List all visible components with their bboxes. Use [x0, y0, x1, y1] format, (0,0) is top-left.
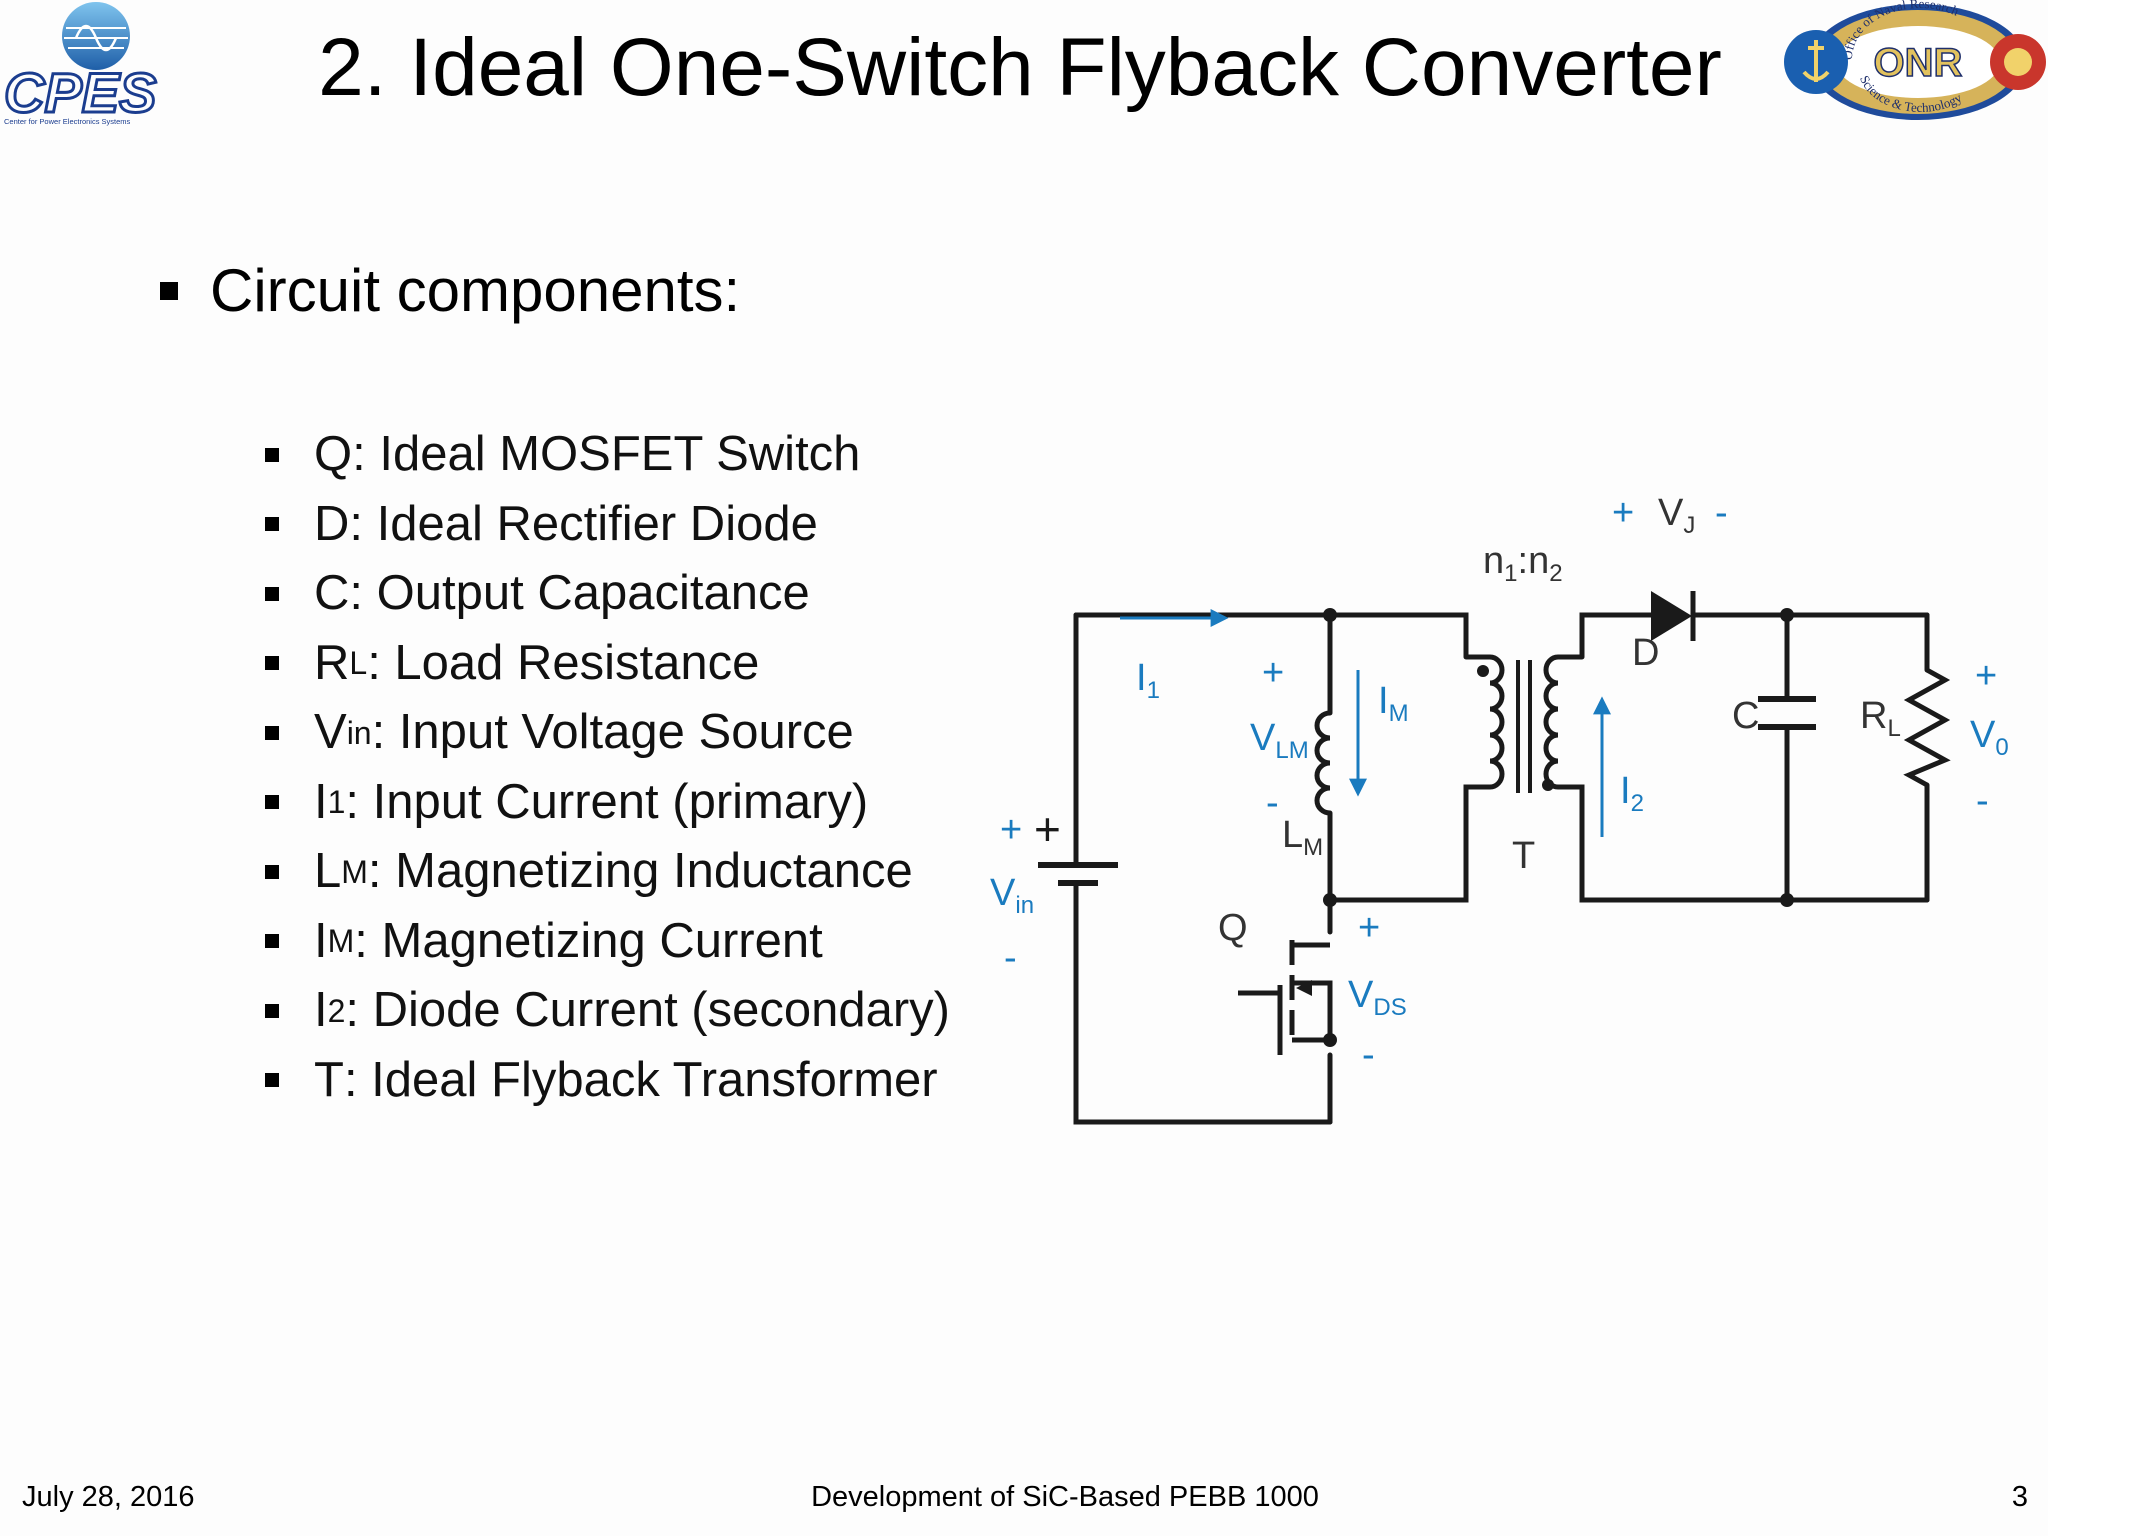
- vj-label: VJ: [1658, 492, 1695, 539]
- circuit-wires: [1073, 612, 1930, 1125]
- junction-dot: [1323, 608, 1337, 622]
- mosfet-symbol: [1238, 940, 1333, 1055]
- cpes-logo-tagline: Center for Power Electronics Systems: [4, 117, 131, 126]
- flyback-circuit-diagram: n1:n2 + VJ - D C RL + V0 - I1 + VLM - IM…: [990, 492, 2009, 1125]
- list-item: D: Ideal Rectifier Diode: [265, 490, 950, 560]
- vj-plus: +: [1612, 492, 1634, 534]
- section-heading: Circuit components:: [160, 255, 740, 327]
- footer-date: July 28, 2016: [22, 1481, 195, 1513]
- bullet-icon: [265, 934, 279, 949]
- transformer-label: T: [1512, 835, 1535, 877]
- battery-plus: +: [1034, 803, 1061, 855]
- bullet-icon: [265, 447, 279, 462]
- turns-ratio-label: n1:n2: [1483, 540, 1563, 587]
- mosfet-label: Q: [1218, 907, 1248, 949]
- bullet-icon: [265, 517, 279, 532]
- list-item: Q: Ideal MOSFET Switch: [265, 420, 950, 490]
- bullet-icon: [265, 864, 279, 879]
- secondary-winding: [1543, 654, 1585, 865]
- magnetizing-inductor: [1314, 710, 1331, 816]
- vo-plus: +: [1975, 655, 1997, 697]
- secondary-dot: [1542, 779, 1554, 791]
- page-number: 3: [2011, 1481, 2028, 1513]
- junction-dot: [1780, 608, 1794, 622]
- vo-minus: -: [1976, 780, 1989, 822]
- junction-dot: [1780, 893, 1794, 907]
- secondary-bottom: [1579, 862, 1930, 903]
- vj-minus: -: [1715, 492, 1728, 534]
- bullet-icon: [265, 725, 279, 740]
- vin-plus: +: [1000, 809, 1022, 851]
- vds-label: VDS: [1348, 974, 1407, 1021]
- i2-label: I2: [1620, 770, 1644, 817]
- left-bottom-wire: [1073, 897, 1333, 1125]
- cpes-logo-text: CPES: [4, 61, 157, 124]
- list-item: C: Output Capacitance: [265, 559, 950, 629]
- slide-background: [0, 0, 2048, 1536]
- section-heading-text: Circuit components:: [210, 257, 741, 324]
- mosfet-arrow: [1296, 980, 1312, 996]
- bullet-icon: [265, 656, 279, 671]
- onr-logo: Office of Naval Research Science & Techn…: [1782, 0, 2048, 125]
- battery-symbol: [1038, 862, 1118, 900]
- load-resistor: [1903, 667, 1951, 788]
- vin-label: Vin: [990, 872, 1034, 919]
- bullet-icon: [160, 282, 178, 300]
- junction-dot: [1323, 893, 1337, 907]
- bullet-icon: [265, 1073, 279, 1088]
- lm-label: LM: [1282, 814, 1323, 861]
- diode-symbol: [1651, 591, 1696, 641]
- onr-logo-text: ONR: [1874, 41, 1963, 85]
- capacitor-symbol: [1758, 696, 1816, 730]
- vlm-minus: -: [1266, 782, 1279, 824]
- page-title: 2. Ideal One-Switch Flyback Converter: [318, 22, 1722, 113]
- vlm-label: VLM: [1250, 717, 1309, 764]
- list-item: T: Ideal Flyback Transformer: [265, 1046, 950, 1116]
- capacitor-label: C: [1732, 695, 1759, 737]
- i1-label: I1: [1136, 657, 1160, 704]
- vo-label: V0: [1970, 714, 2009, 761]
- diode-label: D: [1632, 632, 1659, 674]
- secondary-top: [1579, 612, 1654, 660]
- primary-dot: [1477, 665, 1489, 677]
- drain-source-tabs: [1292, 942, 1330, 1043]
- vlm-plus: +: [1262, 652, 1284, 694]
- upper-to-primary: [1327, 612, 1469, 660]
- vin-minus: -: [1004, 937, 1017, 979]
- lower-to-primary: [1327, 862, 1469, 903]
- im-label: IM: [1378, 680, 1409, 727]
- load-resistor-label: RL: [1860, 695, 1901, 742]
- primary-winding: [1463, 654, 1505, 865]
- transformer-core: [1516, 660, 1532, 793]
- bullet-icon: [265, 1003, 279, 1018]
- vds-plus: +: [1358, 907, 1380, 949]
- bullet-icon: [265, 795, 279, 810]
- body-connection: [1292, 980, 1333, 1040]
- transformer-symbol: [1463, 654, 1585, 865]
- bullet-icon: [265, 586, 279, 601]
- vds-minus: -: [1362, 1034, 1375, 1076]
- component-list: Q: Ideal MOSFET Switch D: Ideal Rectifie…: [265, 420, 950, 1115]
- footer-title: Development of SiC-Based PEBB 1000: [811, 1481, 1319, 1513]
- cpes-logo: CPES Center for Power Electronics System…: [0, 0, 195, 130]
